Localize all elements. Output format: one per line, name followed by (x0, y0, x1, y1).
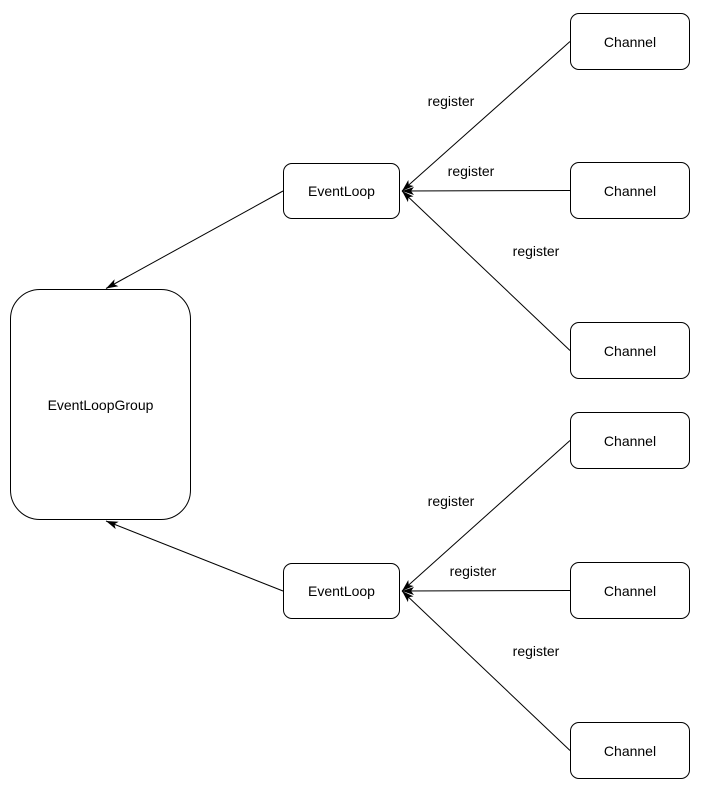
edge-label-register-6: register (510, 643, 562, 659)
node-event-loop-2: EventLoop (283, 563, 400, 619)
edge-eventloop2-to-group (105, 520, 284, 592)
edge-register-4 (401, 440, 571, 592)
edge-label-register-4: register (425, 493, 477, 509)
node-channel-4-label: Channel (603, 432, 657, 449)
node-event-loop-2-label: EventLoop (308, 583, 375, 599)
node-event-loop-1: EventLoop (283, 163, 400, 219)
edge-register-3 (401, 190, 571, 351)
edge-register-5 (401, 586, 571, 595)
edge-label-register-2: register (445, 163, 497, 179)
node-channel-3-label: Channel (603, 342, 657, 359)
edge-register-2 (401, 186, 571, 195)
edge-label-register-5: register (447, 563, 499, 579)
node-event-loop-group-label: EventLoopGroup (47, 396, 154, 413)
node-channel-5: Channel (570, 562, 690, 619)
node-channel-2-label: Channel (603, 182, 657, 199)
node-channel-6-label: Channel (603, 742, 657, 759)
node-event-loop-group: EventLoopGroup (10, 289, 191, 520)
edge-register-6 (401, 590, 571, 751)
edge-eventloop1-to-group (105, 190, 284, 289)
edge-register-1 (401, 41, 571, 192)
node-channel-1: Channel (570, 13, 690, 70)
edge-label-register-1: register (425, 93, 477, 109)
edge-label-register-3: register (510, 243, 562, 259)
node-channel-4: Channel (570, 412, 690, 469)
node-channel-1-label: Channel (603, 33, 657, 50)
node-channel-5-label: Channel (603, 582, 657, 599)
node-channel-6: Channel (570, 722, 690, 779)
node-channel-3: Channel (570, 322, 690, 379)
node-channel-2: Channel (570, 162, 690, 219)
node-event-loop-1-label: EventLoop (308, 183, 375, 199)
